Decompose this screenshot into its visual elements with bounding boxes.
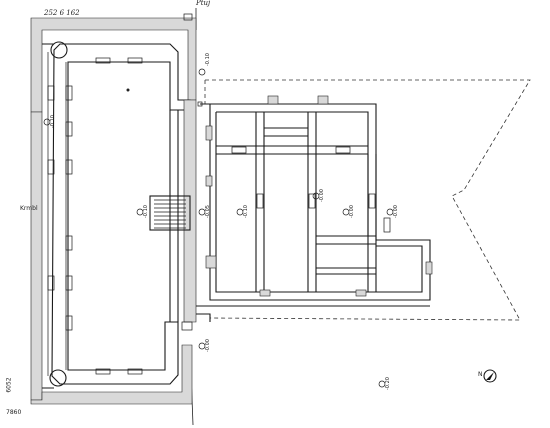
entrance-details [181, 101, 203, 331]
west-wing-outer-shell [30, 17, 197, 113]
west-wing-left-wall [30, 111, 43, 401]
level-mark-label: -0.10 [50, 115, 56, 128]
tower-south-west [49, 369, 67, 387]
long-hall-outer-left-wall [42, 43, 54, 389]
east-block-outer-walls [200, 103, 431, 301]
long-hall-walls [51, 43, 191, 385]
interior-wall-row-2 [316, 235, 376, 245]
left-side-label: Krmbl [20, 205, 38, 212]
east-block-outer-walls-inner [215, 111, 423, 293]
north-south-pilasters [95, 57, 143, 375]
level-mark-label: -0.00 [393, 205, 399, 218]
tower-north-west [50, 41, 68, 59]
top-left-label: 252 6 162 [44, 9, 80, 17]
level-mark-label: -0.10 [143, 205, 149, 218]
top-right-label: Ptuj [196, 0, 211, 7]
west-pilasters [47, 85, 73, 331]
level-mark-label: -0.10 [205, 53, 211, 66]
interior-wall-col-1 [255, 112, 265, 292]
bottom-left-label-2: 7860 [6, 409, 22, 416]
interior-wall-row-1 [216, 145, 368, 155]
level-mark-label: -0.20 [385, 377, 391, 390]
north-label: N [478, 371, 483, 378]
level-mark-label: -0.00 [319, 189, 325, 202]
east-block-openings [231, 146, 391, 233]
level-mark-label: -0.00 [349, 205, 355, 218]
level-markers [43, 68, 394, 388]
hall-center-mark [126, 88, 130, 92]
top-marks [183, 13, 193, 21]
bottom-left-label-1: 6052 [5, 377, 13, 393]
south-corridor [196, 305, 430, 322]
interior-wall-row-3 [316, 267, 376, 275]
level-mark-label: -0.00 [205, 339, 211, 352]
level-mark-label: -0.05 [205, 205, 211, 218]
level-mark-label: -0.10 [243, 205, 249, 218]
site-boundary-dashed [205, 79, 531, 321]
staircase [149, 195, 191, 231]
east-top-room-divider [264, 127, 308, 137]
west-wing-bottom-wall [30, 344, 193, 405]
interior-wall-col-3 [367, 154, 377, 292]
interior-wall-col-2 [307, 112, 317, 292]
east-wall-buttresses [205, 95, 433, 297]
north-arrow [483, 369, 497, 383]
